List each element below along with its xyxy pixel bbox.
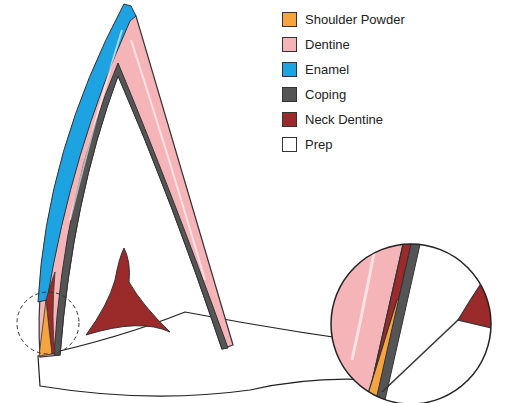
legend-swatch — [282, 87, 297, 102]
legend-row: Coping — [282, 82, 405, 107]
legend-swatch — [282, 37, 297, 52]
legend-row: Dentine — [282, 32, 405, 57]
detail-marker — [17, 292, 79, 354]
legend-swatch — [282, 112, 297, 127]
legend-swatch — [282, 62, 297, 77]
legend-row: Shoulder Powder — [282, 7, 405, 32]
shoulder-powder — [39, 300, 52, 356]
legend: Shoulder PowderDentineEnamelCopingNeck D… — [282, 7, 405, 157]
neck-dentine — [86, 248, 170, 335]
legend-label: Shoulder Powder — [305, 12, 405, 27]
legend-label: Dentine — [305, 37, 350, 52]
legend-row: Prep — [282, 132, 405, 157]
legend-row: Neck Dentine — [282, 107, 405, 132]
coping-layer — [54, 63, 228, 355]
legend-label: Prep — [305, 137, 332, 152]
legend-row: Enamel — [282, 57, 405, 82]
magnified-detail — [330, 240, 500, 403]
legend-label: Coping — [305, 87, 346, 102]
legend-swatch — [282, 137, 297, 152]
legend-label: Neck Dentine — [305, 112, 383, 127]
legend-swatch — [282, 12, 297, 27]
legend-label: Enamel — [305, 62, 349, 77]
